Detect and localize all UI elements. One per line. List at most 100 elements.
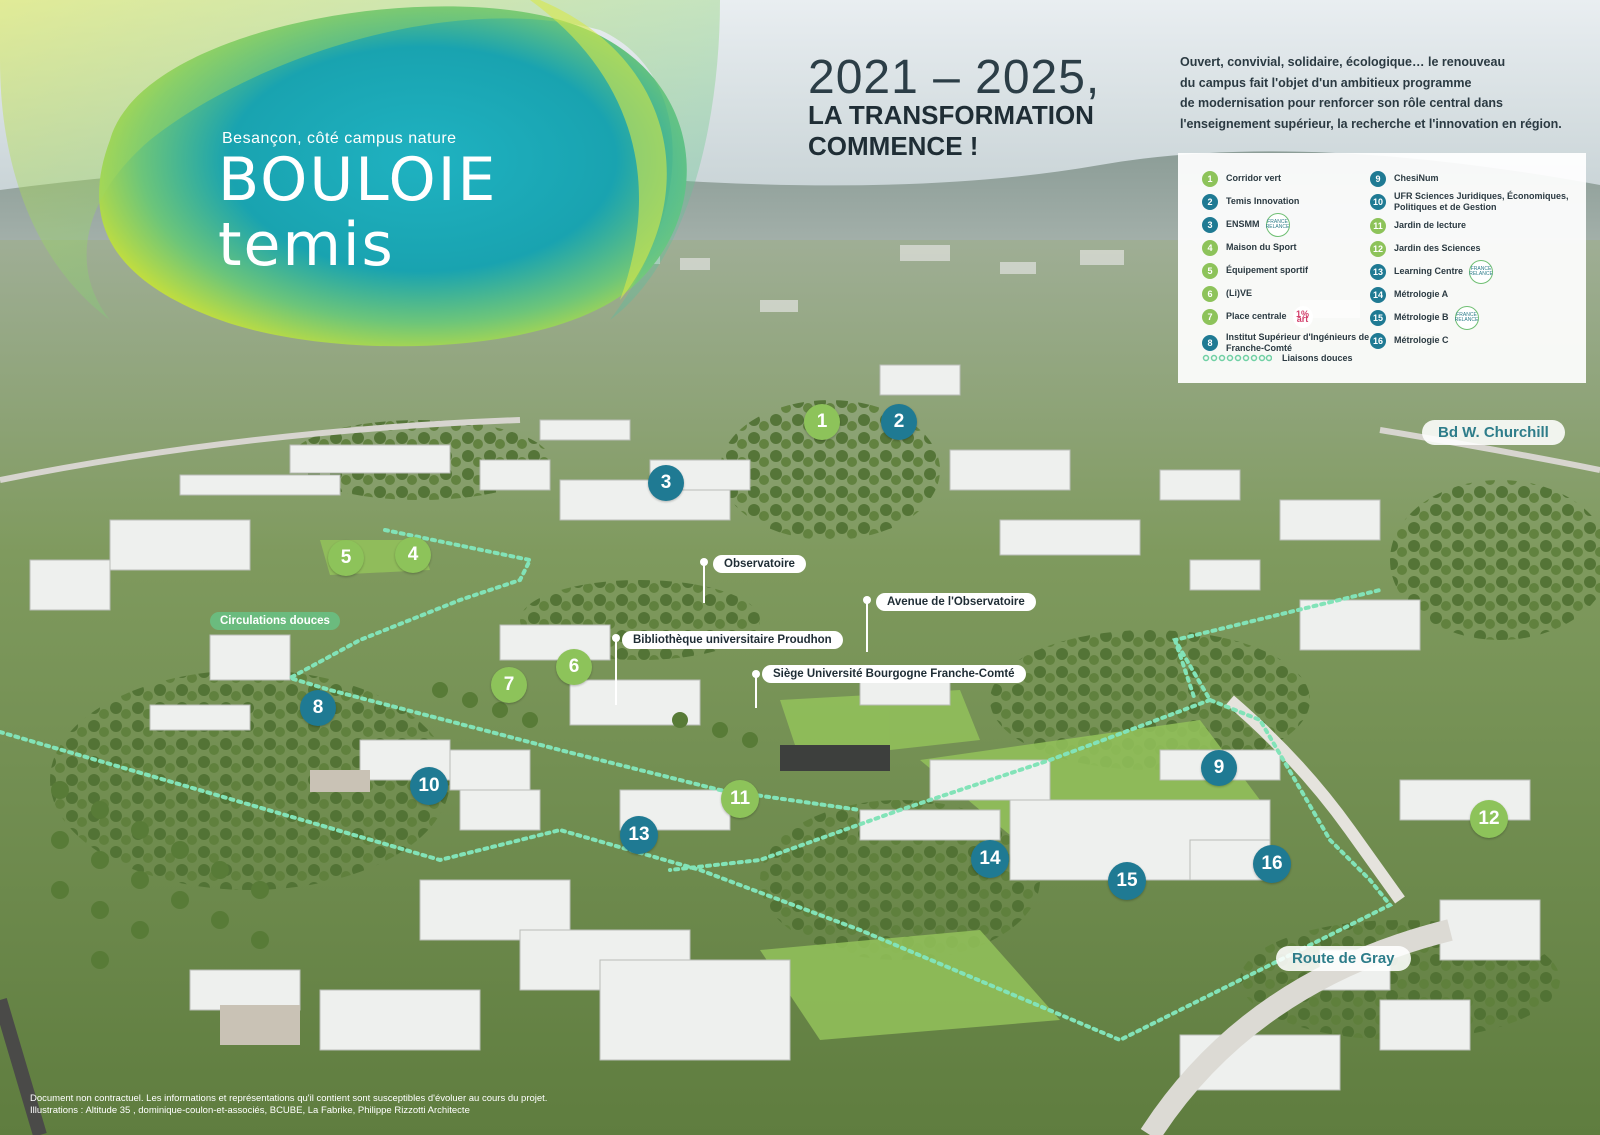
intro-line-3: de modernisation pour renforcer son rôle… [1180,96,1503,110]
legend-label: Métrologie A [1394,289,1449,299]
france-relance-badge-icon: FRANCE RELANCE [1265,212,1290,237]
intro-text: Ouvert, convivial, solidaire, écologique… [1180,52,1580,134]
legend-item: 6 (Li)VE [1202,282,1401,305]
project-years: 2021 – 2025, [808,51,1101,104]
intro-line-1: Ouvert, convivial, solidaire, écologique… [1180,55,1506,69]
label-bibliotheque-proudhon: Bibliothèque universitaire Proudhon [622,631,843,649]
siege-pin [755,676,757,708]
marker-10-ufr-sjepg[interactable]: 10 [410,767,448,805]
legend-column-right: 9 ChesiNum 10 UFR Sciences Juridiques, É… [1370,167,1569,352]
legend-item: 5 Équipement sportif [1202,259,1401,282]
france-relance-badge-icon: FRANCE RELANCE [1454,305,1479,330]
legend-item: 8 Institut Supérieur d'Ingénieurs de Fra… [1202,328,1401,358]
legend-item: 3 ENSMM FRANCE RELANCE [1202,212,1401,237]
observatoire-pin [703,565,705,603]
legend-item: 15 Métrologie B FRANCE RELANCE [1370,305,1569,330]
marker-13-learning-centre[interactable]: 13 [620,816,658,854]
marker-11-jardin-de-lecture[interactable]: 11 [721,780,759,818]
marker-12-jardin-des-sciences[interactable]: 12 [1470,800,1508,838]
marker-16-metrologie-c[interactable]: 16 [1253,845,1291,883]
legend-column-left: 1 Corridor vert 2 Temis Innovation 3 ENS… [1202,167,1401,358]
legend-item: 7 Place centrale 1% art [1202,305,1401,328]
legend-number: 6 [1202,285,1218,302]
legend-number: 7 [1202,308,1218,325]
legend-label: Institut Supérieur d'Ingénieurs de Franc… [1226,332,1370,353]
label-siege-universite: Siège Université Bourgogne Franche-Comté [762,665,1026,683]
legend-item: 14 Métrologie A [1370,283,1569,306]
footer-line-1: Document non contractuel. Les informatio… [30,1093,548,1104]
liaisons-label: Liaisons douces [1282,353,1353,363]
logo-tagline: Besançon, côté campus nature [222,130,457,147]
legend-label: ENSMM [1226,219,1260,229]
logo-word-bouloie: BOULOIE [218,145,498,215]
legend-number: 1 [1202,170,1218,187]
legend-item: 13 Learning Centre FRANCE RELANCE [1370,259,1569,284]
legend-number: 12 [1370,240,1386,257]
legend-item: 11 Jardin de lecture [1370,214,1569,237]
legend-label: ChesiNum [1394,173,1439,183]
marker-15-metrologie-b[interactable]: 15 [1108,862,1146,900]
legend-number: 9 [1370,170,1386,187]
legend-number: 16 [1370,332,1386,349]
label-route-de-gray: Route de Gray [1276,946,1411,971]
legend-number: 3 [1202,216,1218,233]
france-relance-badge-icon: FRANCE RELANCE [1469,259,1494,284]
legend-item: 9 ChesiNum [1370,167,1569,190]
marker-1-corridor-vert[interactable]: 1 [804,404,840,440]
legend-label: (Li)VE [1226,288,1252,298]
bibliotheque-pin [615,640,617,705]
bibliotheque-pin-dot [612,634,620,642]
legend-label: Métrologie C [1394,335,1449,345]
marker-9-chesinum[interactable]: 9 [1201,750,1237,786]
legend-item: 4 Maison du Sport [1202,236,1401,259]
legend-number: 11 [1370,217,1386,234]
headline: LA TRANSFORMATION COMMENCE ! [808,100,1128,162]
intro-line-2: du campus fait l'objet d'un ambitieux pr… [1180,75,1472,90]
marker-3-ensmm[interactable]: 3 [648,465,684,501]
legend-item: 10 UFR Sciences Juridiques, Économiques,… [1370,190,1569,214]
siege-pin-dot [752,670,760,678]
label-avenue-observatoire: Avenue de l'Observatoire [876,593,1036,611]
headline-line-2: COMMENCE ! [808,131,979,161]
marker-14-metrologie-a[interactable]: 14 [971,840,1009,878]
legend-number: 8 [1202,335,1218,351]
dotted-path-icon [1202,354,1272,362]
legend-number: 10 [1370,194,1386,210]
footer-line-2: Illustrations : Altitude 35 , dominique-… [30,1105,470,1116]
legend-number: 13 [1370,263,1386,280]
label-observatoire: Observatoire [713,555,806,573]
legend-number: 4 [1202,239,1218,256]
legend-item: 12 Jardin des Sciences [1370,237,1569,260]
legend-label: Jardin des Sciences [1394,243,1481,253]
marker-2-temis-innovation[interactable]: 2 [881,404,917,440]
legend-label: Learning Centre [1394,266,1464,276]
marker-5-equipement-sportif[interactable]: 5 [328,540,364,576]
observatoire-pin-dot [700,558,708,566]
intro-line-4: l'enseignement supérieur, la recherche e… [1180,116,1562,131]
legend-label: Métrologie B [1394,312,1449,322]
label-circulations-douces: Circulations douces [210,612,340,630]
marker-4-maison-du-sport[interactable]: 4 [395,537,431,573]
legend-number: 15 [1370,309,1386,326]
marker-8-isifc[interactable]: 8 [300,690,336,726]
marker-7-place-centrale[interactable]: 7 [491,667,527,703]
legend-label: Place centrale [1226,311,1287,321]
footer-disclaimer: Document non contractuel. Les informatio… [30,1093,547,1117]
logo-word-temis: temis [218,210,395,280]
legend-item: 2 Temis Innovation [1202,190,1401,213]
one-percent-art-badge-icon: 1% art [1292,305,1313,328]
legend-label: Équipement sportif [1226,265,1309,275]
legend-item: 1 Corridor vert [1202,167,1401,190]
marker-6-live[interactable]: 6 [556,649,592,685]
legend-item: 16 Métrologie C [1370,329,1569,352]
legend-liaisons: Liaisons douces [1202,353,1353,363]
legend-label: Jardin de lecture [1394,220,1467,230]
legend-number: 2 [1202,193,1218,210]
label-bd-churchill: Bd W. Churchill [1422,420,1565,445]
legend-number: 14 [1370,286,1386,303]
headline-line-1: LA TRANSFORMATION [808,100,1094,130]
avenue-pin [866,602,868,652]
legend-label: UFR Sciences Juridiques, Économiques, Po… [1394,191,1569,212]
